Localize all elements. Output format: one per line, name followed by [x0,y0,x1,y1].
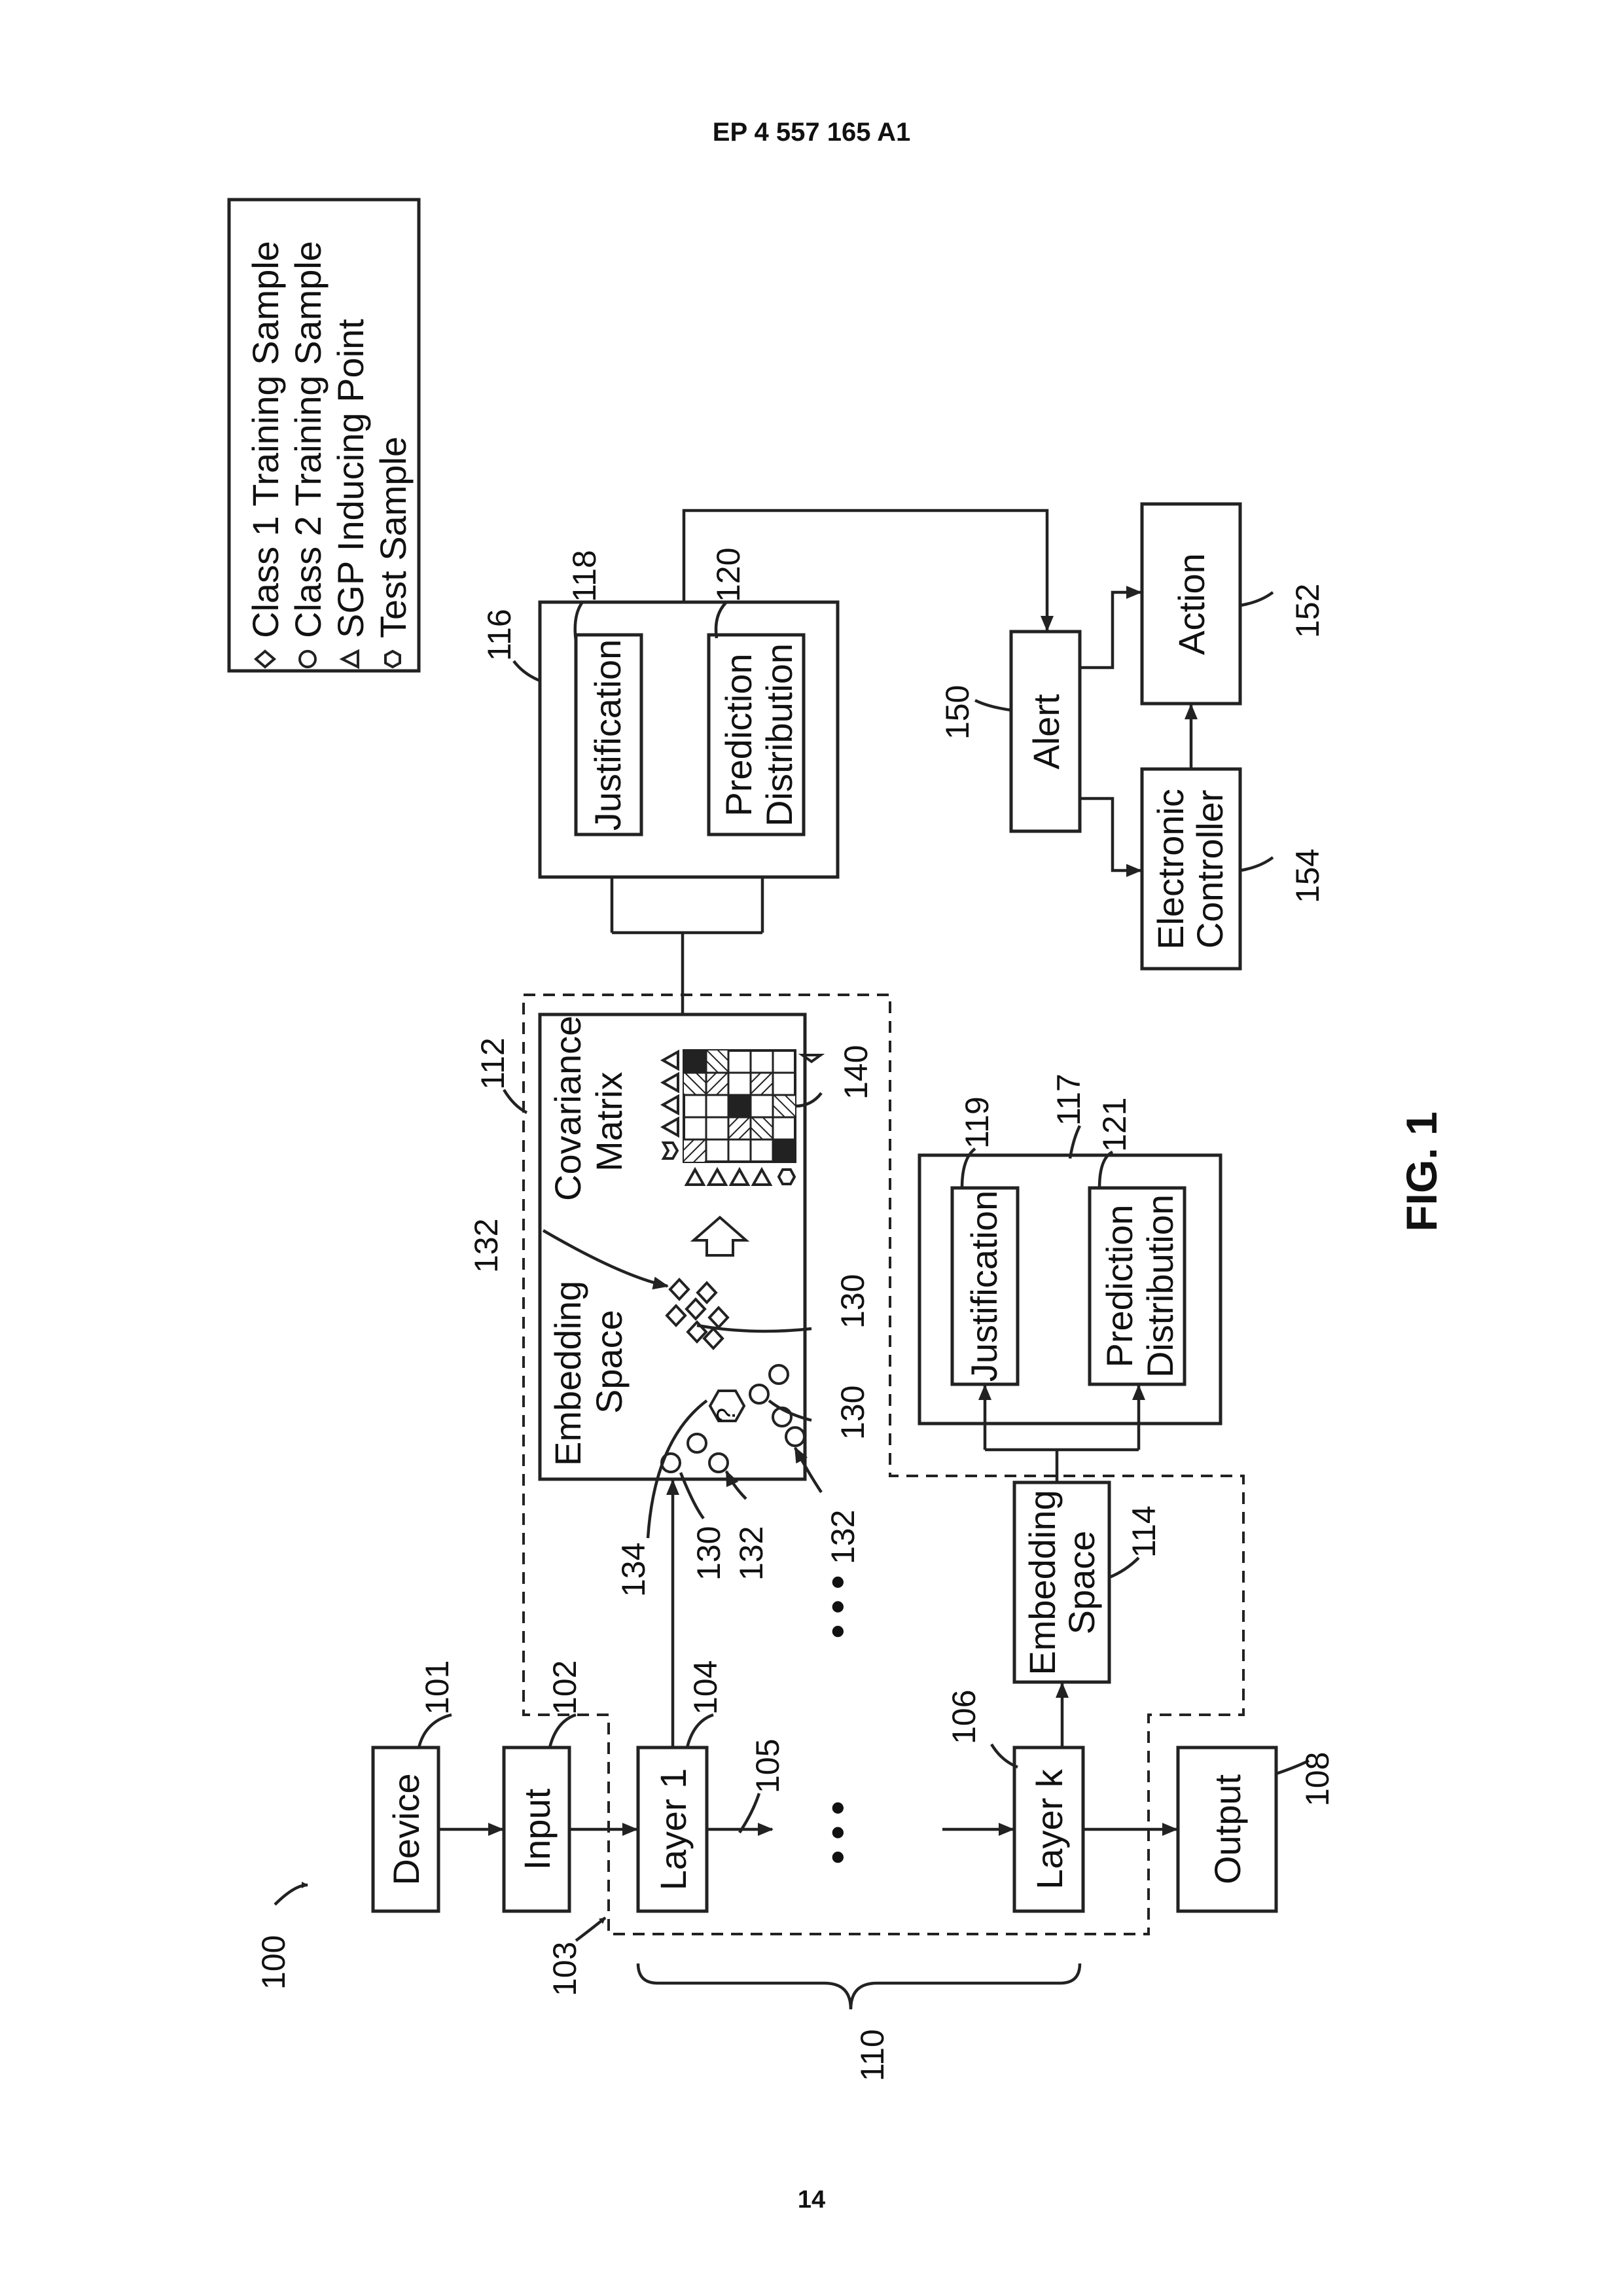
ref-132b: 132 [733,1526,770,1581]
test-sample-mark: ? [712,1408,741,1422]
leader-114 [1109,1558,1139,1577]
alert-label: Alert [1026,694,1067,770]
controller-label-line1: Electronic [1150,789,1191,950]
ref-132a: 132 [468,1219,505,1273]
ref-103: 103 [546,1942,583,1996]
justification-label-118: Justification [587,639,628,831]
layer1-label: Layer 1 [652,1768,694,1891]
output-label: Output [1207,1774,1248,1885]
leader-152 [1240,592,1273,605]
legend: Class 1 Training Sample Class 2 Training… [229,200,419,671]
brace-110 [638,1964,1080,2009]
ref-120: 120 [710,548,747,602]
leader-116 [514,661,540,681]
leader-102 [550,1715,576,1748]
prediction-label-120-line2: Distribution [758,643,800,827]
justification-label-119: Justification [963,1191,1005,1382]
embedding-space-114-line2: Space [1061,1531,1102,1635]
circle-point [770,1365,788,1384]
circle-point [709,1454,728,1472]
ref-130b: 130 [834,1274,871,1329]
circle-point [750,1385,768,1403]
embedding-space-114-line1: Embedding [1022,1490,1063,1675]
ref-100: 100 [255,1935,292,1990]
circle-point [786,1427,804,1446]
matrix-cell [773,1095,795,1117]
matrix-cell [751,1117,773,1139]
circle-point [688,1434,706,1452]
legend-item-sgp: SGP Inducing Point [330,319,371,638]
arrow-alert-action [1080,592,1141,668]
ref-110: 110 [854,2029,891,2081]
legend-item-test: Test Sample [372,437,414,638]
ref-121: 121 [1096,1098,1133,1152]
covariance-label-line1: Covariance [547,1016,588,1201]
ref-132c: 132 [825,1510,861,1564]
matrix-cell [684,1073,706,1095]
prediction-label-121-line2: Distribution [1139,1194,1181,1378]
ref-114: 114 [1126,1505,1162,1558]
arrow-alert-controller [1080,798,1141,870]
matrix-cell [751,1073,773,1095]
embedding-space-label-line1: Embedding [547,1281,588,1466]
matrix-cell [684,1139,706,1162]
ref-108: 108 [1299,1752,1336,1806]
input-label: Input [516,1788,558,1870]
ref-105: 105 [749,1739,786,1793]
ref-117: 117 [1050,1073,1087,1126]
legend-item-class1: Class 1 Training Sample [245,241,286,638]
ref-116: 116 [481,609,518,661]
matrix-cell [706,1073,728,1095]
leader-150 [975,700,1011,710]
leader-104 [687,1715,713,1748]
layerk-label: Layer k [1029,1768,1070,1890]
ref-104: 104 [687,1660,724,1715]
ref-150: 150 [939,685,976,740]
ref-112: 112 [474,1037,511,1090]
covariance-label-line2: Matrix [588,1072,630,1172]
ref-154: 154 [1289,849,1326,903]
ref-134: 134 [615,1543,652,1597]
matrix-cell [728,1117,751,1139]
page-number: 14 [0,2186,1623,2214]
controller-label-line2: Controller [1189,790,1230,949]
figure-label: FIG. 1 [1397,1111,1446,1231]
ref-102: 102 [546,1660,583,1715]
hexagon-point [779,1170,794,1184]
matrix-cell [684,1050,706,1073]
leader-103 [576,1918,605,1941]
ref-130c: 130 [834,1386,871,1440]
ref-119: 119 [959,1096,995,1149]
ref-118: 118 [566,550,603,602]
action-label: Action [1171,553,1212,655]
legend-hexagon-icon [385,651,400,667]
legend-item-class2: Class 2 Training Sample [287,241,329,638]
ref-101: 101 [419,1660,455,1715]
leader-105 [740,1793,759,1833]
prediction-label-121-line1: Prediction [1099,1204,1140,1367]
device-label: Device [385,1773,427,1885]
legend-circle-icon [300,651,315,667]
ellipsis-mid: • • • [815,1575,859,1638]
ellipsis-chain: • • • [815,1801,859,1864]
prediction-label-120-line1: Prediction [718,653,759,816]
leader-101 [419,1715,452,1748]
embedding-space-label-line2: Space [588,1310,630,1414]
ref-106: 106 [946,1690,982,1744]
ref-130a: 130 [690,1526,727,1581]
matrix-cell [773,1139,795,1162]
matrix-cell [706,1050,728,1073]
ref-152: 152 [1289,584,1326,638]
matrix-cell [728,1095,751,1117]
leader-154 [1240,857,1273,870]
ref-140: 140 [838,1045,874,1100]
leader-100 [275,1885,308,1905]
